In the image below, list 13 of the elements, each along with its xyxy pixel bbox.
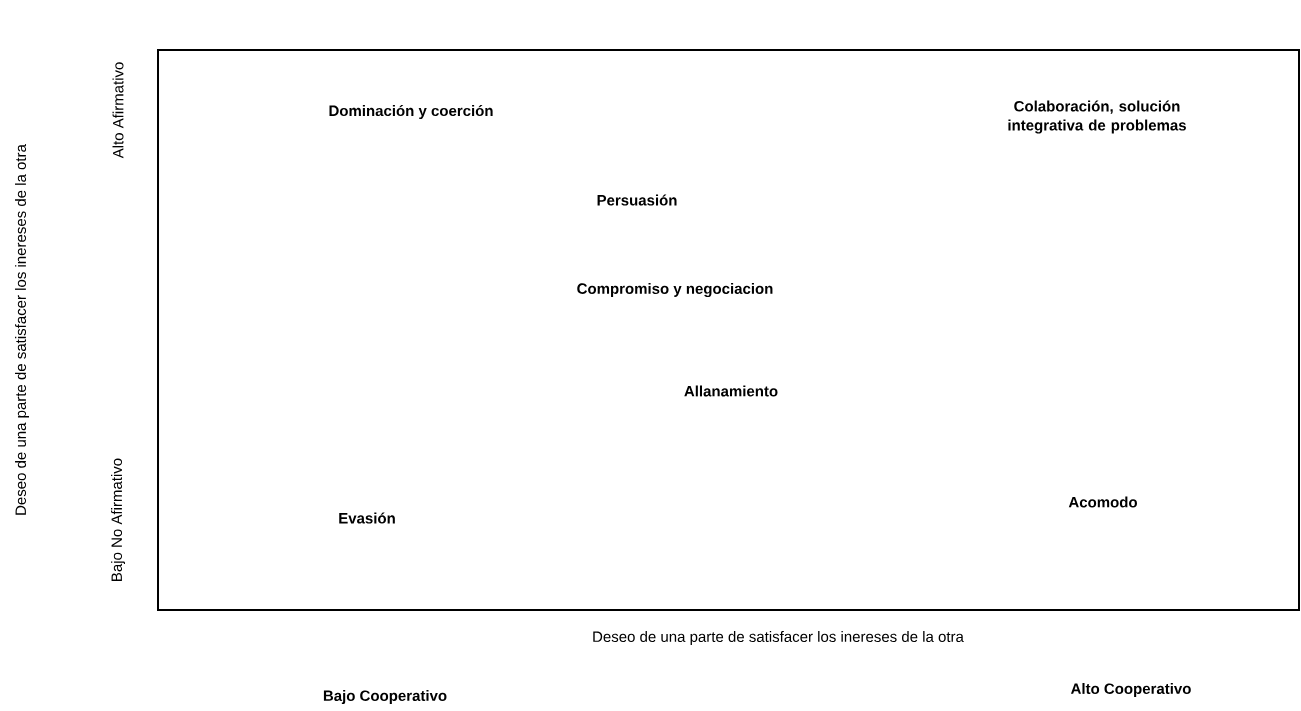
axis-title: Deseo de una parte de satisfacer los inereses de la otra xyxy=(593,631,964,645)
strategy-label: Dominación y coerción xyxy=(329,104,493,120)
axis-title: Deseo de una parte de satisfacer los inereses de la otra xyxy=(15,144,29,515)
strategy-label: Compromiso y negociacion xyxy=(577,282,773,297)
axis-label: Bajo No Afirmativo xyxy=(111,458,125,581)
strategy-label: Acomodo xyxy=(1068,496,1137,508)
strategy-label: Evasión xyxy=(339,512,395,524)
strategy-label: Colaboración, solución integrativa de problemas xyxy=(1008,100,1186,134)
strategy-label: Allanamiento xyxy=(684,385,778,397)
axis-label: Alto Cooperativo xyxy=(1070,683,1191,697)
strategy-label: Persuasión xyxy=(597,194,677,206)
axis-label: Alto Afirmativo xyxy=(112,62,124,159)
axis-label: Bajo Cooperativo xyxy=(323,690,447,704)
